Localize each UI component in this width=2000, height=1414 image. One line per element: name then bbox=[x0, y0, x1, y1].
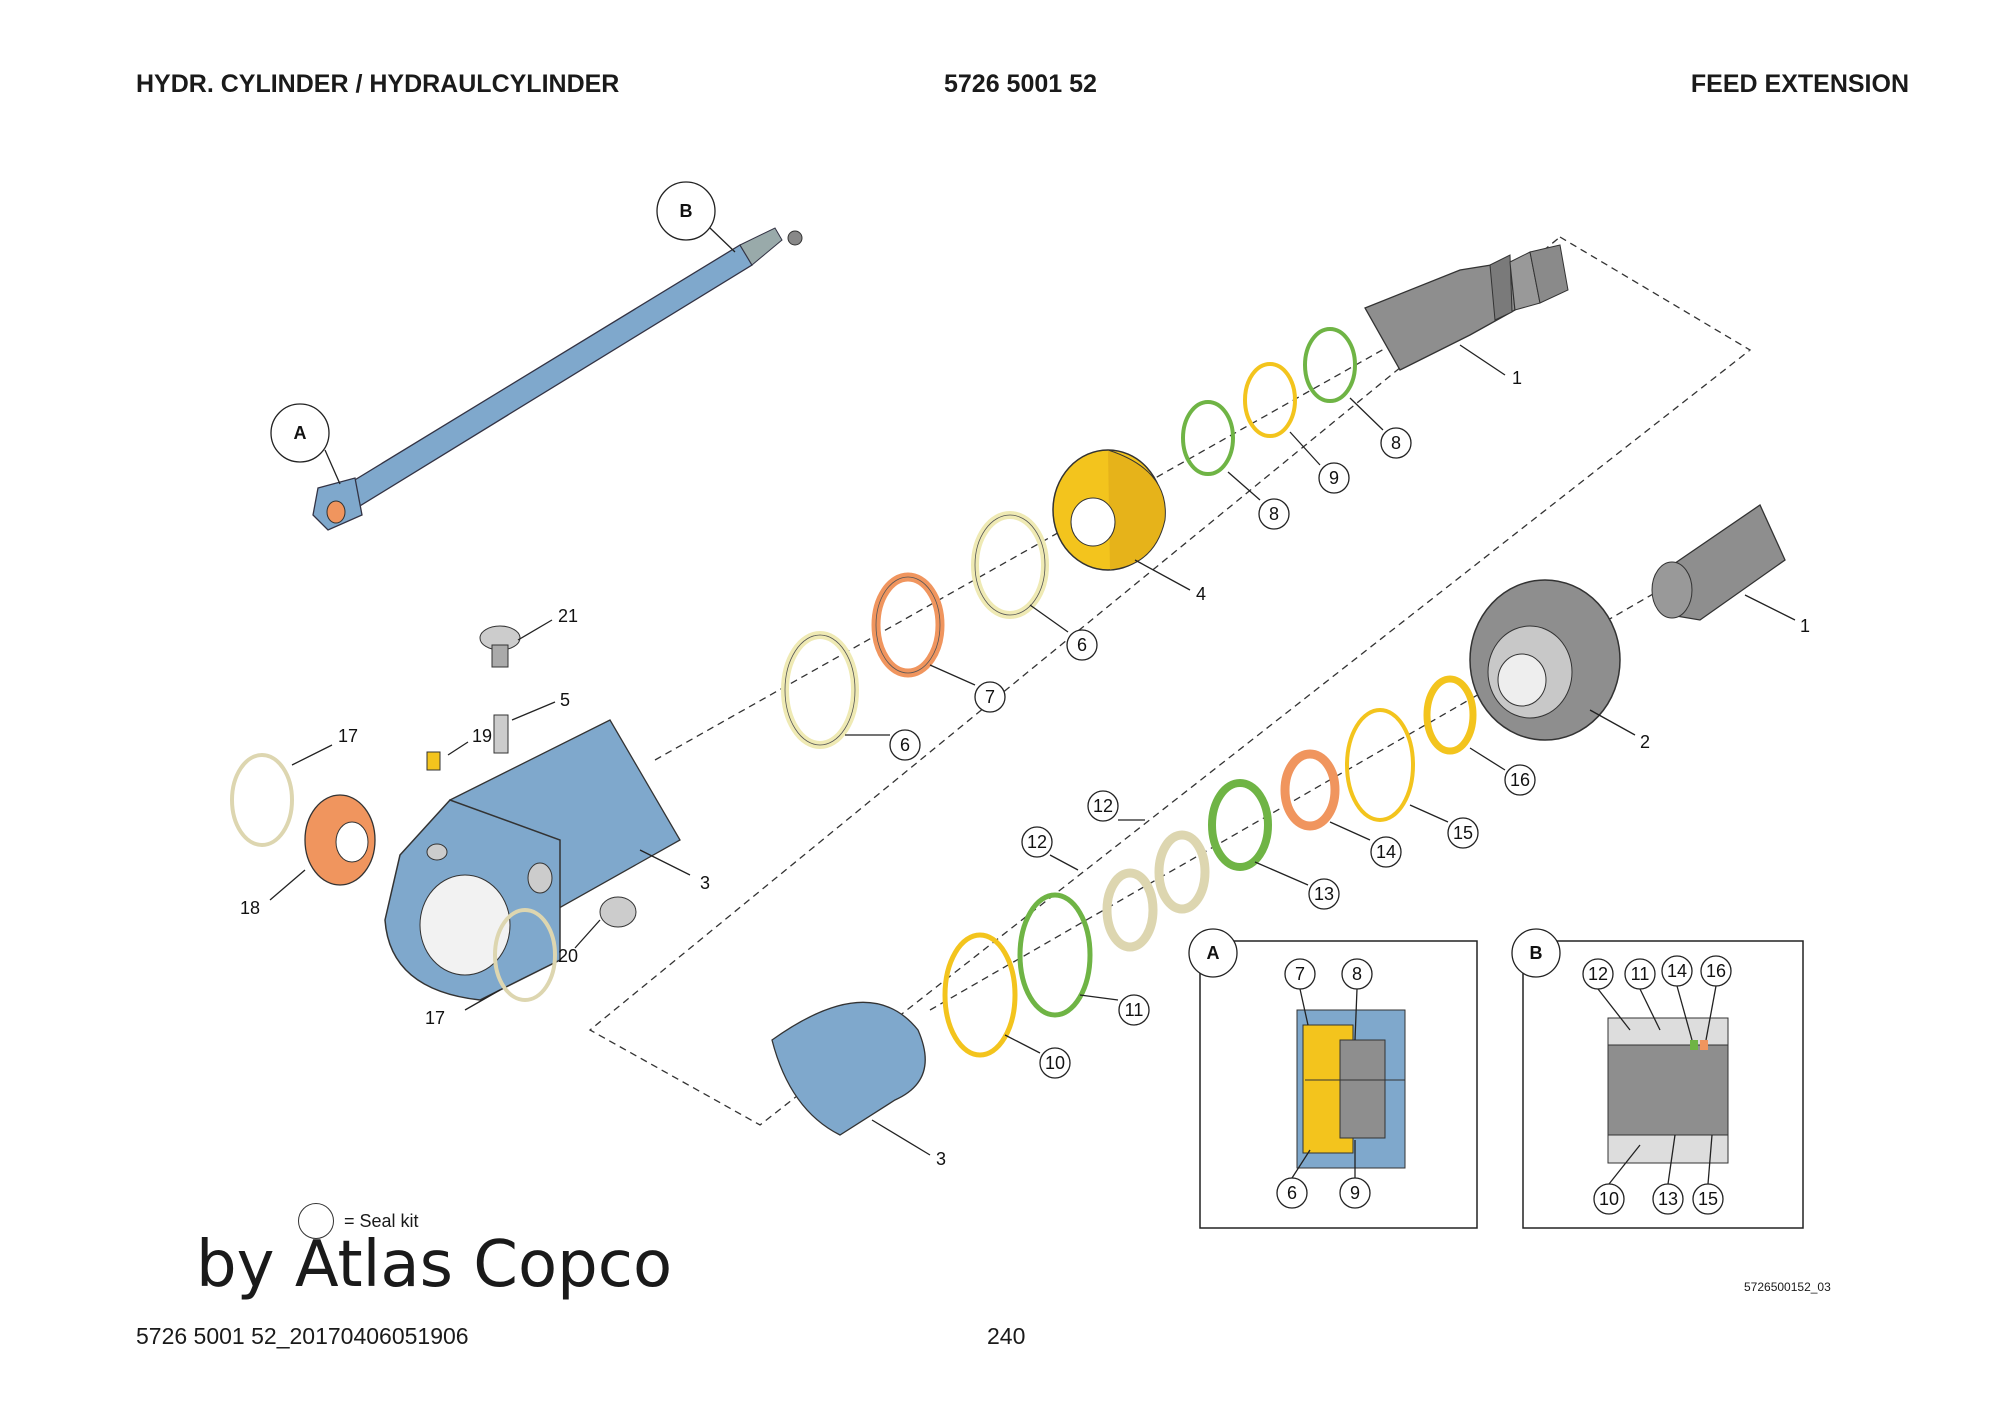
svg-text:12: 12 bbox=[1093, 796, 1113, 816]
svg-text:14: 14 bbox=[1376, 842, 1396, 862]
svg-text:16: 16 bbox=[1510, 770, 1530, 790]
svg-text:15: 15 bbox=[1698, 1189, 1718, 1209]
part-21-cap bbox=[479, 625, 521, 668]
svg-text:15: 15 bbox=[1453, 823, 1473, 843]
svg-text:13: 13 bbox=[1658, 1189, 1678, 1209]
svg-text:11: 11 bbox=[1125, 1000, 1144, 1020]
svg-text:6: 6 bbox=[900, 735, 910, 755]
svg-text:12: 12 bbox=[1588, 964, 1608, 984]
svg-text:3: 3 bbox=[700, 873, 710, 893]
detail-a-marker: A bbox=[270, 403, 341, 485]
ring-10 bbox=[942, 932, 1018, 1058]
svg-text:4: 4 bbox=[1196, 584, 1206, 604]
drawing-code: 5726500152_03 bbox=[1744, 1280, 1831, 1294]
svg-text:10: 10 bbox=[1599, 1189, 1619, 1209]
watermark: by Atlas Copco bbox=[196, 1228, 673, 1302]
ring-8-upper bbox=[1303, 327, 1357, 403]
assembly-outline bbox=[588, 236, 1752, 1126]
part-1-lower bbox=[1651, 504, 1786, 621]
svg-text:9: 9 bbox=[1329, 468, 1339, 488]
ring-6-lower bbox=[781, 631, 859, 749]
svg-text:7: 7 bbox=[985, 687, 995, 707]
axis-line-upper bbox=[654, 339, 1401, 761]
svg-text:20: 20 bbox=[558, 946, 578, 966]
footer-doc-id: 5726 5001 52_20170406051906 bbox=[136, 1323, 469, 1349]
svg-text:8: 8 bbox=[1352, 964, 1362, 984]
legend-text: = Seal kit bbox=[344, 1210, 419, 1231]
ring-13 bbox=[1208, 779, 1272, 871]
part-3-tube-lower bbox=[771, 1001, 926, 1136]
svg-text:3: 3 bbox=[936, 1149, 946, 1169]
svg-text:A: A bbox=[294, 423, 307, 443]
svg-text:14: 14 bbox=[1667, 961, 1687, 981]
svg-text:10: 10 bbox=[1045, 1053, 1065, 1073]
detail-a-section: A 7 8 6 9 bbox=[1188, 928, 1478, 1229]
svg-text:18: 18 bbox=[240, 898, 260, 918]
part-3-cylinder-body bbox=[384, 719, 681, 1001]
ring-15 bbox=[1345, 708, 1415, 822]
ring-14 bbox=[1280, 749, 1340, 831]
detail-b-section: B 12 11 14 16 10 13 15 bbox=[1511, 928, 1804, 1229]
part-17-circlip-upper bbox=[230, 753, 294, 847]
svg-text:5: 5 bbox=[560, 690, 570, 710]
ring-12-lower bbox=[1102, 868, 1158, 952]
svg-text:11: 11 bbox=[1631, 964, 1650, 984]
part-18-bushing bbox=[304, 794, 376, 886]
svg-text:8: 8 bbox=[1391, 433, 1401, 453]
svg-text:A: A bbox=[1207, 943, 1220, 963]
svg-text:12: 12 bbox=[1027, 832, 1047, 852]
svg-text:19: 19 bbox=[472, 726, 492, 746]
detail-b-marker: B bbox=[656, 181, 736, 253]
svg-text:16: 16 bbox=[1706, 961, 1726, 981]
svg-text:8: 8 bbox=[1269, 504, 1279, 524]
ring-16 bbox=[1423, 675, 1477, 755]
piston-rod-assembly bbox=[312, 227, 803, 531]
section-title: FEED EXTENSION bbox=[1690, 70, 1909, 98]
svg-text:13: 13 bbox=[1314, 884, 1334, 904]
part-17-circlip-lower bbox=[493, 908, 557, 1002]
svg-text:6: 6 bbox=[1287, 1183, 1297, 1203]
svg-text:9: 9 bbox=[1350, 1183, 1360, 1203]
page-number: 240 bbox=[987, 1323, 1026, 1349]
svg-text:7: 7 bbox=[1295, 964, 1305, 984]
svg-text:6: 6 bbox=[1077, 635, 1087, 655]
svg-text:2: 2 bbox=[1640, 732, 1650, 752]
part-1-upper bbox=[1364, 244, 1569, 371]
legend: = Seal kit bbox=[298, 1203, 419, 1239]
ring-8-lower bbox=[1181, 400, 1235, 476]
ring-11 bbox=[1017, 892, 1093, 1018]
svg-text:21: 21 bbox=[558, 606, 578, 626]
svg-text:1: 1 bbox=[1512, 368, 1522, 388]
part-number: 5726 5001 52 bbox=[944, 70, 1097, 98]
svg-text:17: 17 bbox=[425, 1008, 445, 1028]
seal-kit-symbol bbox=[298, 1203, 334, 1239]
ring-12-upper bbox=[1154, 830, 1210, 914]
svg-text:1: 1 bbox=[1800, 616, 1810, 636]
ring-6-upper bbox=[971, 511, 1049, 619]
part-20-plug bbox=[599, 896, 637, 928]
part-2-gland bbox=[1469, 579, 1621, 741]
ring-9 bbox=[1243, 362, 1297, 438]
part-19-nipple bbox=[426, 751, 441, 771]
svg-text:B: B bbox=[680, 201, 693, 221]
svg-text:17: 17 bbox=[338, 726, 358, 746]
part-5-valve bbox=[493, 714, 509, 754]
part-4-piston bbox=[1052, 449, 1166, 571]
page-title: HYDR. CYLINDER / HYDRAULCYLINDER bbox=[136, 70, 620, 98]
svg-text:B: B bbox=[1530, 943, 1543, 963]
